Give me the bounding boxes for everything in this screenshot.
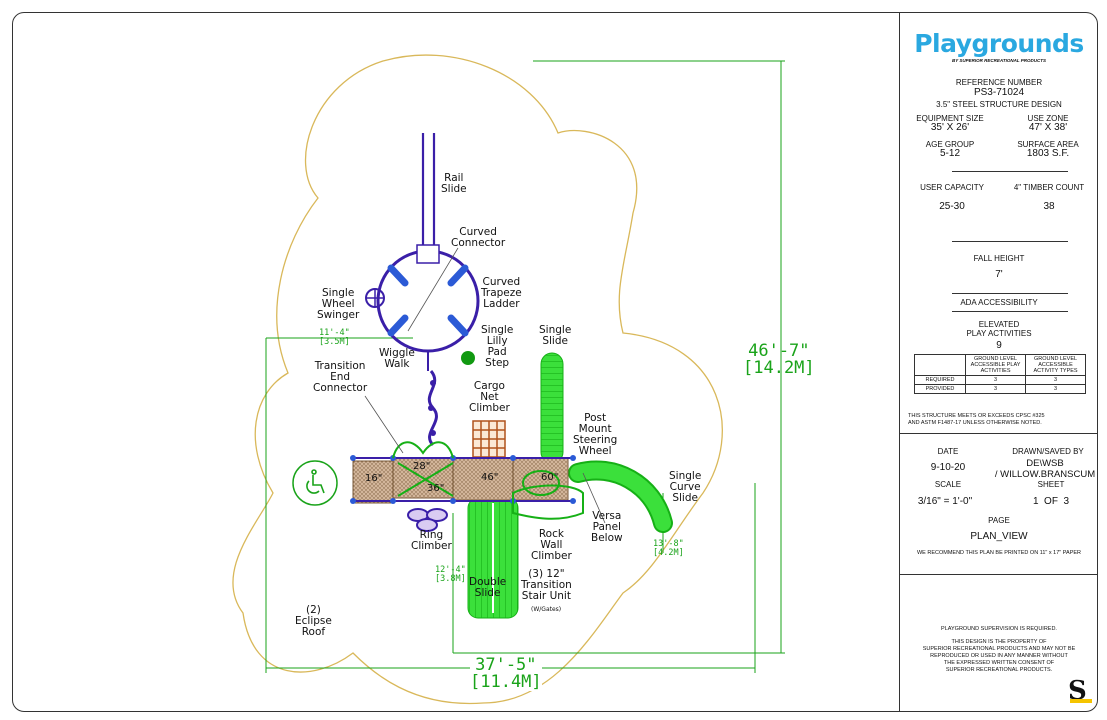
label-single-wheel: Single Wheel Swinger <box>317 287 360 321</box>
drawn-by: DE\WSB / WILLOW.BRANSCUM <box>994 458 1096 480</box>
use-zone-outline <box>232 54 723 705</box>
drawn-label: DRAWN/SAVED BY <box>1012 447 1084 456</box>
label-rock-wall: Rock Wall Climber <box>531 528 572 562</box>
rail-slide-shape <box>421 133 436 248</box>
cargo-net-shape <box>472 420 506 458</box>
timber-count-label: 4" TIMBER COUNT <box>1013 183 1085 192</box>
print-note: WE RECOMMEND THIS PLAN BE PRINTED ON 11"… <box>916 550 1082 556</box>
dim-swinger: 11'-4" [3.5M] <box>319 328 350 347</box>
label-curve-slide: Single Curve Slide <box>669 470 702 504</box>
supervision-note: PLAYGROUND SUPERVISION IS REQUIRED. <box>941 626 1057 632</box>
scale-label: SCALE <box>934 480 962 489</box>
ada-header-1: GROUND LEVEL ACCESSIBLE PLAY ACTIVITIES <box>964 354 1027 376</box>
scale-value: 3/16" = 1'-0" <box>917 496 973 507</box>
ada-cell: 3 <box>964 384 1027 394</box>
ada-row-label: PROVIDED <box>914 384 966 394</box>
ada-table: GROUND LEVEL ACCESSIBLE PLAY ACTIVITIES … <box>914 354 1086 394</box>
drawing-sheet: Rail Slide Curved Connector Curved Trape… <box>12 12 1098 712</box>
dim-double: 12'-4" [3.8M] <box>435 565 466 584</box>
label-single-slide: Single Slide <box>539 324 572 347</box>
dim-height: 46'-7" [14.2M] <box>743 341 815 378</box>
superior-mark-bar <box>1070 699 1092 703</box>
use-zone-label: USE ZONE <box>1027 114 1069 123</box>
deck-height-28: 28" <box>413 461 431 472</box>
deck-row <box>352 457 569 504</box>
ada-row-label: REQUIRED <box>914 375 966 385</box>
label-versa-panel: Versa Panel Below <box>591 510 623 544</box>
label-stair-unit: (3) 12" Transition Stair Unit <box>521 568 572 602</box>
ada-header-2: GROUND LEVEL ACCESSIBLE ACTIVITY TYPES <box>1025 354 1086 376</box>
single-slide-shape <box>540 352 564 464</box>
logo-tagline: BY SUPERIOR RECREATIONAL PRODUCTS <box>951 58 1046 63</box>
page-value: PLAN_VIEW <box>970 531 1028 542</box>
label-curved-connector: Curved Connector <box>451 226 506 249</box>
lily-pad-shape <box>461 351 475 365</box>
reference-number: PS3-71024 <box>973 87 1025 98</box>
fall-height-label: FALL HEIGHT <box>973 254 1025 263</box>
compliance-note: THIS STRUCTURE MEETS OR EXCEEDS CPSC #32… <box>908 413 1045 426</box>
structure-frame <box>353 457 573 502</box>
surface-area-label: SURFACE AREA <box>1017 140 1079 149</box>
surface-area: 1803 S.F. <box>1026 148 1070 159</box>
ada-cell: 3 <box>1025 384 1086 394</box>
ada-label: ADA ACCESSIBILITY <box>960 298 1038 307</box>
user-capacity: 25-30 <box>939 201 965 212</box>
equipment-size-label: EQUIPMENT SIZE <box>916 114 984 123</box>
property-note: THIS DESIGN IS THE PROPERTY OF SUPERIOR … <box>922 639 1076 673</box>
label-rail-slide: Rail Slide <box>441 172 467 195</box>
label-transition-end: Transition End Connector <box>313 360 368 394</box>
ada-cell: 3 <box>964 375 1027 385</box>
label-curved-trapeze: Curved Trapeze Ladder <box>481 276 522 310</box>
page-label: PAGE <box>988 516 1010 525</box>
deck-height-46: 46" <box>481 472 499 483</box>
date-value: 9-10-20 <box>930 462 966 473</box>
fall-height: 7' <box>995 269 1003 280</box>
plan-drawing: Rail Slide Curved Connector Curved Trape… <box>13 13 899 711</box>
label-lily-pad: Single Lilly Pad Step <box>481 324 514 369</box>
label-cargo-net: Cargo Net Climber <box>469 380 510 414</box>
elevated-value: 9 <box>996 340 1002 351</box>
deck-height-36: 36" <box>427 483 445 494</box>
sheet-label: SHEET <box>1037 480 1065 489</box>
reference-label: REFERENCE NUMBER <box>955 78 1043 87</box>
user-capacity-label: USER CAPACITY <box>920 183 984 192</box>
superior-mark-icon: S <box>1068 676 1087 706</box>
age-group: 5-12 <box>939 148 960 159</box>
label-ring-climber: Ring Climber <box>411 529 452 552</box>
dim-width: 37'-5" [11.4M] <box>470 655 542 692</box>
label-wiggle-walk: Wiggle Walk <box>379 347 415 370</box>
elevated-label: ELEVATED PLAY ACTIVITIES <box>966 320 1032 338</box>
deck-height-16: 16" <box>365 473 383 484</box>
accessibility-icon <box>292 460 338 506</box>
sheet-value: 1 OF 3 <box>1032 496 1070 507</box>
date-label: DATE <box>937 447 959 456</box>
use-zone: 47' X 38' <box>1028 122 1068 133</box>
plan-view-svg <box>232 54 785 705</box>
equipment-size: 35' X 26' <box>930 122 970 133</box>
deck-height-60: 60" <box>541 472 559 483</box>
age-group-label: AGE GROUP <box>925 140 975 149</box>
playgrounds-logo: Playgrounds <box>914 29 1084 58</box>
timber-count: 38 <box>1043 201 1055 212</box>
dim-curve: 13'-8" [4.2M] <box>653 539 684 558</box>
design-type: 3.5" STEEL STRUCTURE DESIGN <box>936 100 1062 109</box>
ring-climber-shape <box>407 508 448 532</box>
label-stair-note: (W/Gates) <box>531 606 562 613</box>
ada-header-0 <box>914 354 966 376</box>
label-double-slide: Double Slide <box>469 576 507 599</box>
title-block-panel: Playgrounds BY SUPERIOR RECREATIONAL PRO… <box>899 13 1097 711</box>
label-eclipse-roof: (2) Eclipse Roof <box>295 604 332 638</box>
ada-cell: 3 <box>1025 375 1086 385</box>
label-steering-wheel: Post Mount Steering Wheel <box>573 412 618 457</box>
